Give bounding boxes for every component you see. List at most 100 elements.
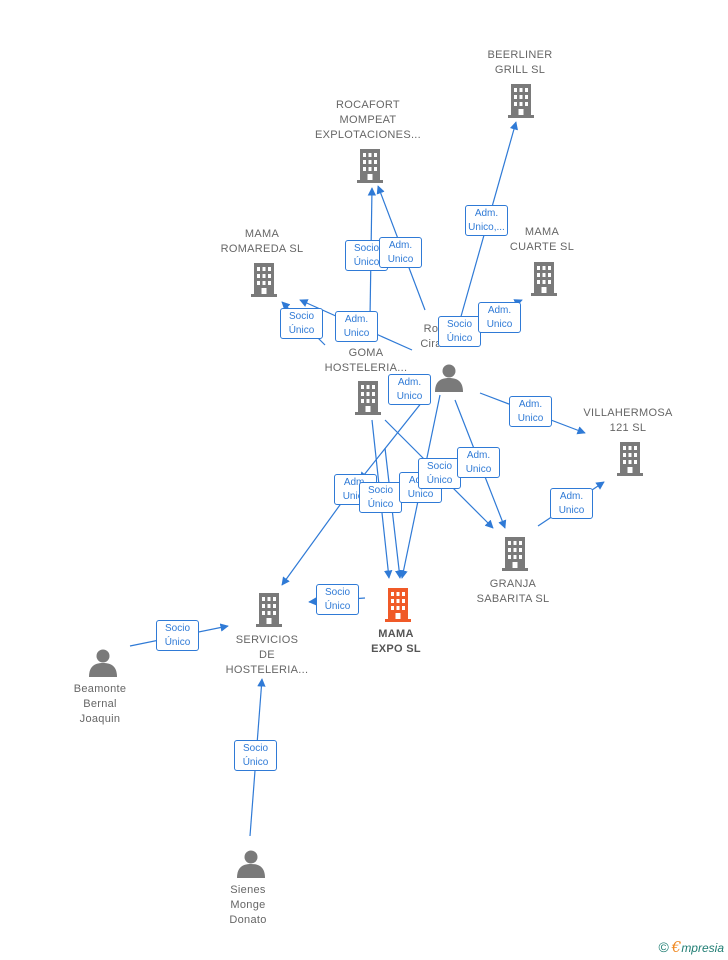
edge-label-line: Único [367, 499, 394, 510]
edge-label-box[interactable]: Adm.Unico,... [465, 205, 508, 236]
node-label-line: VILLAHERMOSA [583, 407, 673, 419]
edge-label-line: Único [324, 601, 351, 612]
node-label-line: MAMA [378, 628, 414, 640]
edge-label-line: Socio [367, 485, 393, 496]
edge-line [359, 391, 431, 481]
node-label-line: MOMPEAT [339, 114, 397, 126]
edge-label-line: Único [353, 257, 380, 268]
node-label-line: ROMAREDA SL [220, 243, 304, 255]
edge-label-box[interactable]: Adm. Unico [379, 237, 422, 268]
node-label-line: HOSTELERIA... [225, 664, 309, 676]
edge-label-line: Unico [343, 328, 370, 339]
person-icon[interactable] [89, 649, 117, 678]
node-label-line: Sienes [230, 884, 266, 896]
edge-label-line: Adm. [397, 377, 422, 388]
edge-label-line: Unico [407, 489, 434, 500]
edge-label-line: Adm. [487, 305, 512, 316]
building-icon[interactable] [617, 442, 643, 476]
copyright-icon: © [658, 939, 669, 955]
node-label-line: GRANJA [489, 578, 537, 590]
edge-label-box[interactable]: Adm. Unico [335, 311, 378, 342]
edge-label-box[interactable]: Adm.Unico [388, 374, 431, 405]
edge-label-line: Adm. [344, 314, 369, 325]
edge-label-line: Unico [387, 254, 414, 265]
brand-name: mpresia [681, 941, 724, 955]
edge-label-line: Único [288, 325, 315, 336]
node-label-line: SERVICIOS [235, 634, 299, 646]
building-icon[interactable] [502, 537, 528, 571]
edge-label-line: Unico [558, 505, 585, 516]
node-label-goma[interactable]: GOMA HOSTELERIA... [306, 346, 426, 376]
edge-label-box[interactable]: Adm.Unico [457, 447, 500, 478]
edge-label-line: Único [426, 475, 453, 486]
node-label-line: GOMA [348, 347, 384, 359]
edge-label-line: Adm. [518, 399, 543, 410]
edge-label-line: Adm. [559, 491, 584, 502]
edge-label-line: Socio [324, 587, 350, 598]
node-label-line: Donato [229, 914, 267, 926]
node-label-line: GRILL SL [494, 64, 546, 76]
node-label-line: MAMA [524, 226, 560, 238]
building-icon[interactable] [355, 381, 381, 415]
node-label-servicios[interactable]: SERVICIOS DE HOSTELERIA... [207, 633, 327, 678]
building-icon[interactable] [251, 263, 277, 297]
node-label-line: Beamonte [73, 683, 127, 695]
node-label-romareda[interactable]: MAMA ROMAREDA SL [202, 227, 322, 257]
node-label-line: Monge [230, 899, 266, 911]
node-label-villahermosa[interactable]: VILLAHERMOSA 121 SL [568, 406, 688, 436]
edge-label-line: Unico [342, 491, 369, 502]
node-label-line: DE [259, 649, 275, 661]
node-label-line: 121 SL [609, 422, 647, 434]
node-label-cuarte[interactable]: MAMA CUARTE SL [482, 225, 602, 255]
node-label-line: CUARTE SL [509, 241, 575, 253]
node-label-line: MAMA [244, 228, 280, 240]
edge-label-line: Único [164, 637, 191, 648]
edge-label-line: Unico [517, 413, 544, 424]
person-icon[interactable] [237, 850, 265, 879]
building-icon[interactable] [385, 588, 411, 622]
node-label-line: EXPLOTACIONES... [314, 129, 422, 141]
edge-label-line: Socio [426, 461, 452, 472]
person-icon[interactable] [435, 364, 463, 393]
node-label-line: EXPO SL [371, 643, 421, 655]
brand-initial: € [671, 938, 682, 956]
edge-label-line: Unico,... [468, 222, 505, 233]
edge-label-line: Adm. [466, 450, 491, 461]
node-label-rocafort[interactable]: ROCAFORT MOMPEAT EXPLOTACIONES... [308, 98, 428, 143]
building-icon[interactable] [357, 149, 383, 183]
node-label-line: Cira [420, 338, 442, 350]
edge-line [384, 447, 404, 579]
edge-label-box[interactable]: Adm. Unico [550, 488, 593, 519]
node-label-mama-expo[interactable]: MAMA EXPO SL [336, 627, 456, 657]
edge-label-line: Socio [288, 311, 314, 322]
building-icon[interactable] [508, 84, 534, 118]
edge-label-line: Adm. [388, 240, 413, 251]
node-label-line: Joaquin [79, 713, 121, 725]
edge-label-line: Socio [164, 623, 190, 634]
edge-label-line: Socio [353, 243, 379, 254]
edge-line [281, 497, 346, 586]
footer-brand[interactable]: ©€mpresia [658, 938, 724, 956]
building-icon[interactable] [256, 593, 282, 627]
node-label-line: ROCAFORT [336, 99, 400, 111]
node-label-line: Bernal [83, 698, 117, 710]
edge-label-box[interactable]: Adm. Unico [478, 302, 521, 333]
edge-label-line: Socio [242, 743, 268, 754]
edge-label-line: Unico [486, 319, 513, 330]
edge-label-line: Socio [446, 319, 472, 330]
building-icon[interactable] [531, 262, 557, 296]
node-label-line: HOSTELERIA... [324, 362, 408, 374]
edge-label-box[interactable]: Adm. Unico [509, 396, 552, 427]
